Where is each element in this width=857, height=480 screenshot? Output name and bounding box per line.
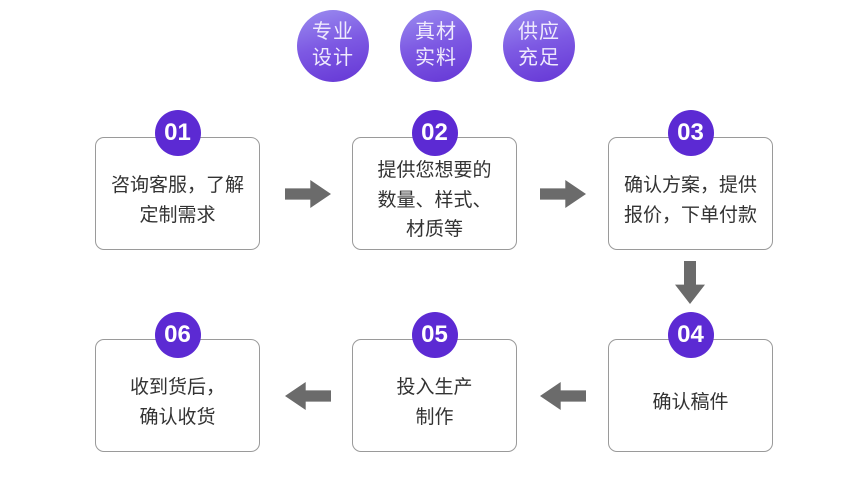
step-number-badge: 06 [154,312,201,358]
step-number-badge: 03 [667,110,714,156]
step-number-badge: 02 [411,110,458,156]
badge-label: 真材 实料 [415,21,457,69]
badge-ample-supply: 供应 充足 [503,10,575,82]
step-box-06: 06 收到货后， 确认收货 [95,312,260,452]
arrow-left-icon [540,382,586,410]
step-description: 提供您想要的 数量、样式、 材质等 [377,160,492,241]
badge-real-materials: 真材 实料 [400,10,472,82]
step-box-03: 03 确认方案，提供 报价，下单付款 [608,110,773,250]
arrow-down-icon [675,261,705,304]
step-box-04: 04 确认稿件 [608,312,773,452]
badge-professional-design: 专业 设计 [297,10,369,82]
arrow-right-icon [540,180,586,208]
step-box-05: 05 投入生产 制作 [352,312,517,452]
step-number-badge: 04 [667,312,714,358]
step-box-01: 01 咨询客服，了解 定制需求 [95,110,260,250]
step-description: 投入生产 制作 [396,377,473,428]
arrow-right-icon [285,180,331,208]
step-description: 确认方案，提供 报价，下单付款 [623,175,757,226]
step-description: 咨询客服，了解 定制需求 [110,175,244,226]
step-number-badge: 05 [411,312,458,358]
arrow-left-icon [285,382,331,410]
step-box-02: 02 提供您想要的 数量、样式、 材质等 [352,110,517,250]
step-description: 收到货后， 确认收货 [129,377,225,428]
step-number-badge: 01 [154,110,201,156]
step-description: 确认稿件 [652,391,729,413]
badge-label: 供应 充足 [518,21,560,69]
badge-label: 专业 设计 [312,21,354,69]
